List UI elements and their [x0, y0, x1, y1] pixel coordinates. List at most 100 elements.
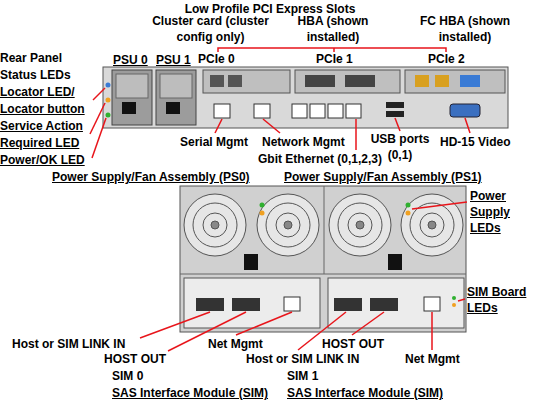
callout-label: SIM 0 [112, 368, 143, 384]
fan-grill [184, 194, 463, 256]
callout-label: Gbit Ethernet (0,1,2,3) [258, 151, 382, 167]
power-plug [244, 254, 258, 270]
psu-module [156, 70, 196, 125]
leader-line [215, 119, 222, 133]
fan-grill [257, 194, 319, 256]
io-port [214, 104, 230, 118]
callout-label: HBA (shown installed) [278, 13, 388, 45]
controller-chassis [103, 67, 508, 128]
pcie-slot [405, 70, 505, 93]
psu-module [122, 102, 136, 114]
pcie-slot [435, 75, 449, 87]
pcie-slot [415, 75, 429, 87]
pcie-slot [210, 75, 224, 87]
callout-label: HOST OUT [104, 351, 166, 367]
callout-label: Locator LED/ Locator button [0, 84, 95, 118]
leader-line [465, 118, 470, 133]
leader-line [355, 119, 357, 150]
sim-module [232, 298, 260, 311]
fan-grill [184, 194, 246, 256]
callout-label: PSU 0 [113, 52, 148, 68]
leader-line [92, 118, 106, 158]
callout-label: Host or SIM LINK IN [246, 351, 359, 367]
psu-led [406, 203, 411, 208]
pcie-slot [305, 75, 335, 87]
leader-line [458, 299, 465, 301]
leader-line [140, 312, 210, 338]
sim-module [334, 298, 362, 311]
callout-label: PSU 1 [156, 52, 191, 68]
storage-enclosure [324, 186, 325, 274]
callout-label: Network Mgmt [262, 134, 345, 150]
callout-label: Net Mgmt [208, 336, 263, 352]
pcie-slot [228, 75, 242, 87]
sim-module [184, 278, 320, 328]
io-port [310, 104, 325, 118]
io-port [254, 104, 270, 118]
sim-module [284, 297, 300, 311]
callout-label: PCIe 2 [428, 51, 465, 67]
callout-label: SIM Board LEDs [467, 284, 533, 316]
io-port [386, 102, 404, 108]
sim-module [424, 297, 440, 311]
sim-module [196, 298, 224, 311]
callout-label: Cluster card (cluster config only) [148, 13, 273, 45]
fan-grill [348, 213, 372, 237]
leader-line [236, 312, 292, 335]
callout-label: Power Supply/Fan Assembly (PS1) [284, 169, 482, 185]
callout-label: Serial Mgmt [180, 134, 248, 150]
callout-label: Power Supply/Fan Assembly (PS0) [52, 169, 250, 185]
callout-label: PCIe 1 [316, 51, 353, 67]
fan-grill [410, 203, 454, 247]
leader-line [140, 202, 467, 351]
io-port [450, 104, 480, 117]
controller-chassis [106, 83, 111, 88]
leader-line [431, 312, 433, 350]
psu-led [260, 203, 265, 208]
psu-led [260, 211, 265, 216]
psu-module [166, 102, 180, 114]
sim-module [370, 298, 398, 311]
psu-led [406, 211, 411, 216]
callout-label: Service Action Required LED [0, 118, 95, 152]
fan-grill [203, 213, 227, 237]
storage-enclosure [180, 186, 466, 332]
fan-grill [193, 203, 237, 247]
callout-label: Power Supply LEDs [470, 188, 530, 236]
controller-chassis [106, 113, 111, 118]
callout-label: PCIe 0 [198, 51, 235, 67]
fan-grill [428, 221, 436, 229]
callout-label: SAS Interface Module (SIM) [112, 385, 268, 401]
sim-module [184, 278, 464, 328]
io-port [292, 104, 307, 118]
fan-grill [356, 221, 364, 229]
sim-module [328, 278, 464, 328]
callout-label: SIM 1 [287, 368, 318, 384]
pcie-slot [203, 70, 290, 93]
fan-grill [284, 221, 292, 229]
fan-grill [329, 194, 391, 256]
callout-label: HD-15 Video [440, 134, 510, 150]
fan-grill [338, 203, 382, 247]
leader-line [263, 119, 280, 133]
controller-chassis [106, 98, 111, 103]
psu-module [160, 74, 192, 98]
fan-grill [266, 203, 310, 247]
leader-line [218, 48, 446, 52]
pcie-slot [460, 75, 480, 87]
leader-line [93, 88, 105, 100]
sim-module [452, 296, 456, 300]
fan-grill [420, 213, 444, 237]
psu-led [260, 203, 411, 216]
callout-label: Host or SIM LINK IN [12, 336, 125, 352]
storage-enclosure [180, 186, 466, 332]
leader-line [395, 118, 400, 131]
power-plug [388, 254, 402, 270]
callout-label: Power/OK LED [0, 152, 85, 169]
controller-chassis [103, 67, 508, 128]
leader-line [412, 202, 467, 209]
leader-line [352, 312, 384, 335]
power-plug [244, 254, 402, 270]
leader-line [333, 48, 335, 52]
psu-module [112, 70, 152, 125]
